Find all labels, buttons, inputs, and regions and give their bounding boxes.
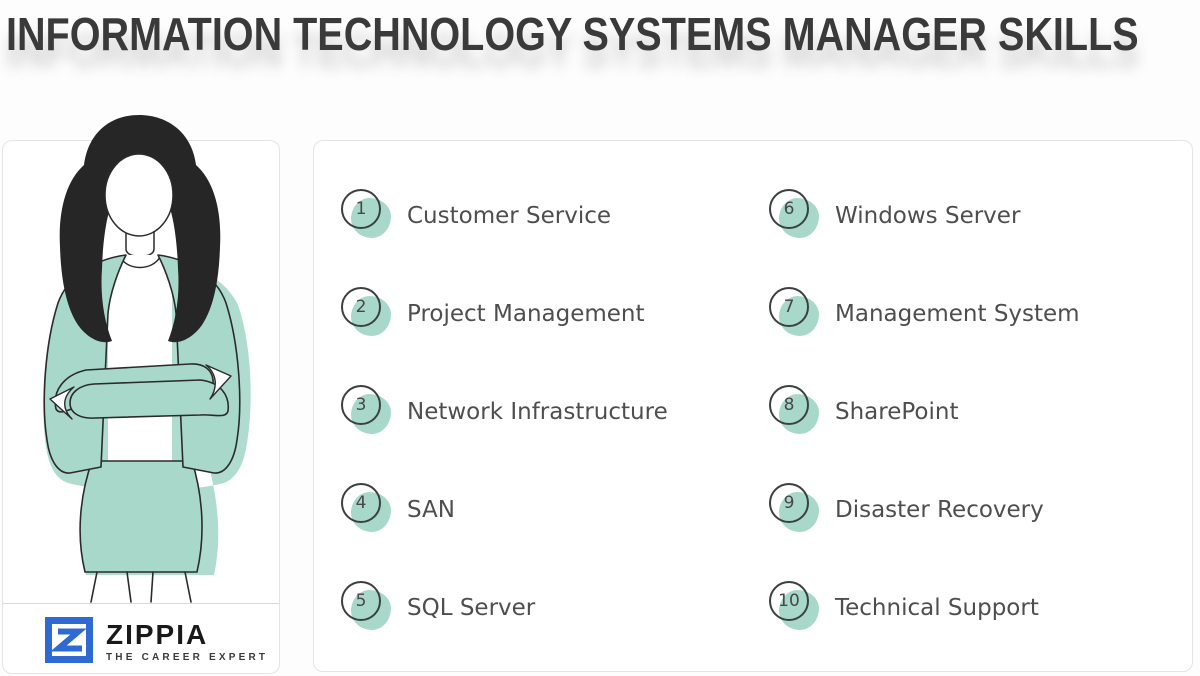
logo-text: ZIPPIA THE CAREER EXPERT xyxy=(106,621,268,663)
skill-label: Management System xyxy=(835,301,1080,327)
skill-item: 2 Project Management xyxy=(341,284,668,382)
skill-number: 10 xyxy=(769,581,809,621)
skill-rank-badge: 10 xyxy=(769,578,819,630)
skill-rank-badge: 4 xyxy=(341,480,391,532)
skill-number: 4 xyxy=(341,483,381,523)
skill-item: 1 Customer Service xyxy=(341,186,668,284)
skills-card: 1 Customer Service 2 Project Management … xyxy=(313,140,1193,672)
skill-item: 8 SharePoint xyxy=(769,382,1080,480)
skill-rank-badge: 7 xyxy=(769,284,819,336)
skill-label: SQL Server xyxy=(407,595,536,621)
skill-item: 5 SQL Server xyxy=(341,578,668,676)
skill-rank-badge: 3 xyxy=(341,382,391,434)
skill-number: 8 xyxy=(769,385,809,425)
skill-number: 2 xyxy=(341,287,381,327)
skill-number: 1 xyxy=(341,189,381,229)
skill-label: Disaster Recovery xyxy=(835,497,1044,523)
skill-number: 5 xyxy=(341,581,381,621)
skills-column-left: 1 Customer Service 2 Project Management … xyxy=(341,186,668,676)
skills-column-right: 6 Windows Server 7 Management System 8 S… xyxy=(769,186,1080,676)
zippia-logo: ZIPPIA THE CAREER EXPERT xyxy=(45,617,268,667)
skill-item: 10 Technical Support xyxy=(769,578,1080,676)
skill-label: Customer Service xyxy=(407,203,612,229)
skill-item: 3 Network Infrastructure xyxy=(341,382,668,480)
skill-number: 9 xyxy=(769,483,809,523)
skill-label: Windows Server xyxy=(835,203,1021,229)
skill-item: 4 SAN xyxy=(341,480,668,578)
divider xyxy=(3,603,279,604)
skill-rank-badge: 9 xyxy=(769,480,819,532)
skill-number: 3 xyxy=(341,385,381,425)
skill-label: SAN xyxy=(407,497,455,523)
page-title: INFORMATION TECHNOLOGY SYSTEMS MANAGER S… xyxy=(6,8,1139,60)
brand-tagline: THE CAREER EXPERT xyxy=(106,652,269,663)
skill-label: Network Infrastructure xyxy=(407,399,668,425)
skill-rank-badge: 2 xyxy=(341,284,391,336)
skill-item: 6 Windows Server xyxy=(769,186,1080,284)
zippia-z-logo-icon xyxy=(45,617,93,667)
skill-rank-badge: 8 xyxy=(769,382,819,434)
skill-item: 9 Disaster Recovery xyxy=(769,480,1080,578)
skill-number: 6 xyxy=(769,189,809,229)
skill-label: SharePoint xyxy=(835,399,959,425)
skill-item: 7 Management System xyxy=(769,284,1080,382)
profile-card: ZIPPIA THE CAREER EXPERT xyxy=(2,140,280,674)
skill-rank-badge: 5 xyxy=(341,578,391,630)
skill-label: Technical Support xyxy=(835,595,1039,621)
brand-name: ZIPPIA xyxy=(106,619,209,650)
skill-number: 7 xyxy=(769,287,809,327)
skill-rank-badge: 6 xyxy=(769,186,819,238)
skill-rank-badge: 1 xyxy=(341,186,391,238)
skill-label: Project Management xyxy=(407,301,645,327)
